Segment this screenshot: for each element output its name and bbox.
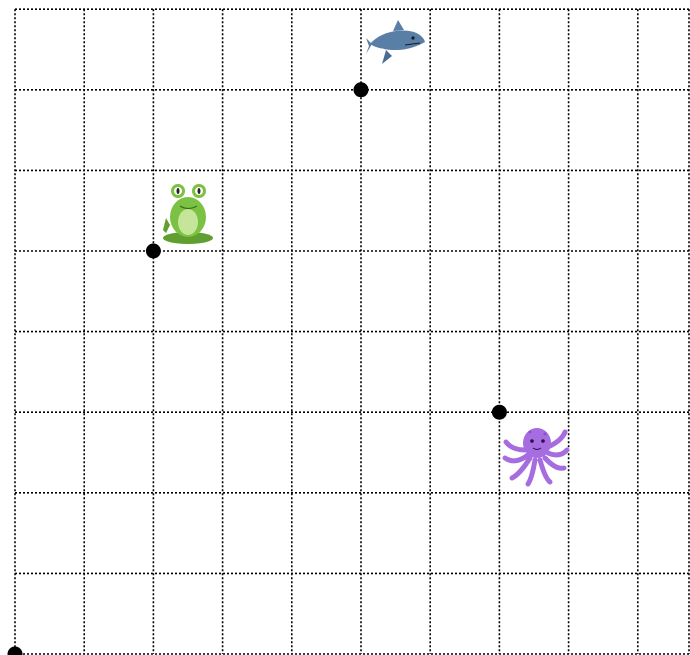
octopus-icon bbox=[502, 428, 570, 487]
points-layer bbox=[7, 82, 507, 655]
shark-icon bbox=[366, 20, 425, 64]
point-frog bbox=[145, 243, 161, 259]
point-shark bbox=[353, 82, 369, 98]
grid-lines bbox=[14, 8, 690, 655]
point-origin bbox=[7, 646, 23, 655]
frog-icon bbox=[163, 184, 213, 244]
point-octopus bbox=[491, 404, 507, 420]
